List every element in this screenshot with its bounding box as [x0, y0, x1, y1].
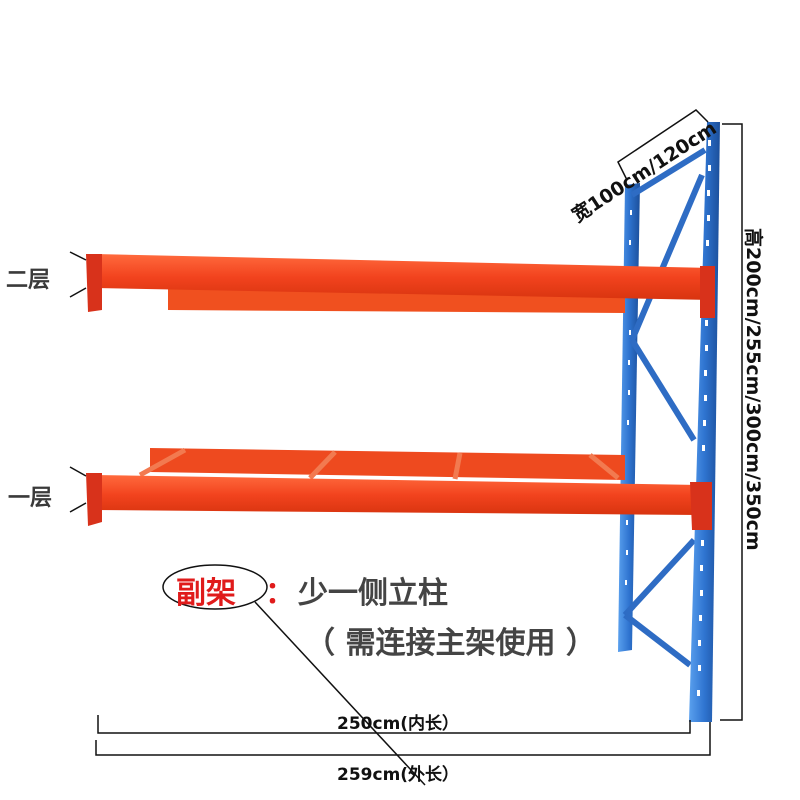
lower-front-beam [86, 473, 712, 530]
note-line-1: 少一侧立柱 [298, 576, 448, 611]
outer-length-label: 259cm(外长） [337, 765, 460, 785]
note-separator: ： [265, 576, 295, 611]
height-dimension-label: 高200cm/255cm/300cm/350cm [742, 228, 764, 551]
height-dimension-line [720, 123, 743, 721]
length-dimension-lines [95, 715, 711, 756]
layer-label-1: 一层 [8, 486, 53, 511]
note-title: 副架 [176, 576, 236, 611]
note-callout [162, 564, 426, 786]
upright-holes [625, 140, 711, 696]
inner-length-label: 250cm(内长） [337, 714, 460, 734]
layer-label-2: 二层 [6, 268, 51, 293]
note-line-2: （ 需连接主架使用 ） [305, 626, 596, 661]
layer-pointers [69, 251, 87, 513]
upper-front-beam [86, 254, 715, 318]
lower-decking [138, 447, 625, 480]
width-dimension-line [617, 109, 709, 181]
frame-bracing [622, 147, 707, 668]
back-upright [618, 183, 640, 652]
